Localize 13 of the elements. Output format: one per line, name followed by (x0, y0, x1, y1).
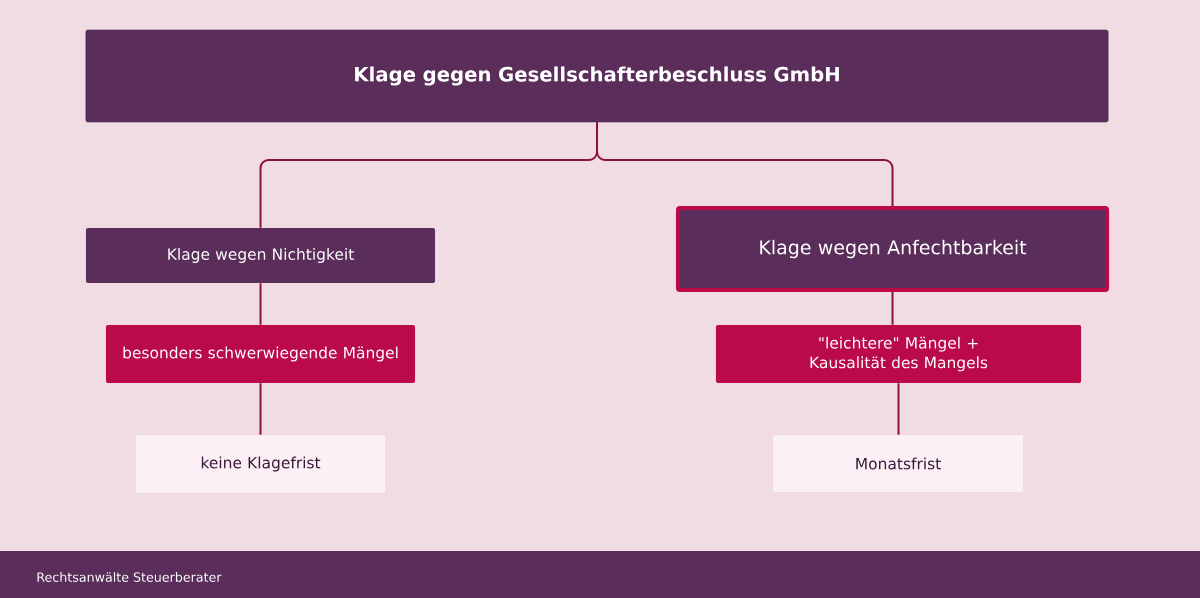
footer-text: Rechtsanwälte Steuerberater (37, 572, 222, 582)
category-box: Klage wegen Nichtigkeit (85, 228, 436, 283)
title-box: Klage gegen Gesellschafterbeschluss GmbH (85, 29, 1109, 123)
connector-line (596, 121, 894, 207)
deadline-box: keine Klagefrist (135, 435, 386, 493)
connector-line (891, 291, 894, 326)
connector-line (259, 282, 262, 326)
category-box: Klage wegen Anfechtbarkeit (675, 206, 1110, 292)
connector-line (897, 382, 900, 436)
condition-box: besonders schwerwiegende Mängel (105, 325, 416, 383)
connector-line (259, 382, 262, 436)
condition-box: "leichtere" Mängel + Kausalität des Mangels (715, 325, 1082, 383)
deadline-box: Monatsfrist (773, 435, 1024, 492)
